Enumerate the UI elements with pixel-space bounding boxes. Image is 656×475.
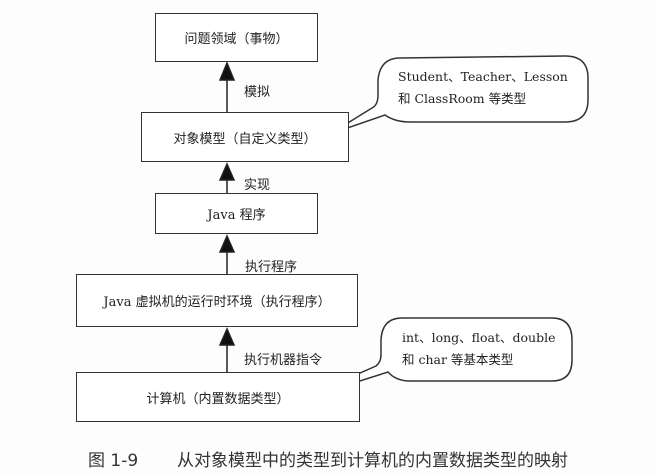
label-implement: 实现	[244, 178, 271, 193]
box-problem-domain: 问题领域（事物）	[155, 13, 318, 62]
callout-line: int、long、float、double	[402, 330, 556, 345]
arrowhead	[218, 162, 236, 181]
callout-bubble-custom-types	[329, 55, 589, 135]
caption-text: 从对象模型中的类型到计算机的内置数据类型的映射	[176, 451, 568, 471]
callout-line: Student、Teacher、Lesson	[398, 69, 568, 84]
label-simulate: 模拟	[244, 85, 271, 100]
box-java-program: Java 程序	[155, 193, 318, 234]
callout-line: 和 char 等基本类型	[402, 352, 514, 367]
label-execute-program: 执行程序	[245, 260, 298, 275]
label-execute-instructions: 执行机器指令	[244, 353, 323, 368]
box-object-model: 对象模型（自定义类型）	[141, 112, 349, 162]
callout-line: 和 ClassRoom 等类型	[398, 91, 527, 106]
box-label: 计算机（内置数据类型）	[146, 391, 290, 407]
callout-bubble-builtin-types	[293, 317, 573, 403]
box-label: Java 程序	[207, 208, 266, 223]
callout-builtin-types: int、long、float、double 和 char 等基本类型	[402, 327, 555, 371]
callout-custom-types: Student、Teacher、Lesson 和 ClassRoom 等类型	[398, 66, 568, 110]
arrowhead	[218, 234, 236, 253]
box-computer: 计算机（内置数据类型）	[76, 372, 360, 422]
figure-number: 图 1-9	[88, 451, 139, 471]
box-label: 对象模型（自定义类型）	[173, 131, 317, 147]
box-label: 问题领域（事物）	[184, 32, 289, 47]
arrowhead	[218, 327, 236, 346]
arrowhead	[218, 61, 236, 81]
box-jvm: Java 虚拟机的运行时环境（执行程序）	[76, 274, 358, 327]
figure-caption: 图 1-9 从对象模型中的类型到计算机的内置数据类型的映射	[88, 446, 568, 471]
box-label: Java 虚拟机的运行时环境（执行程序）	[103, 295, 331, 310]
